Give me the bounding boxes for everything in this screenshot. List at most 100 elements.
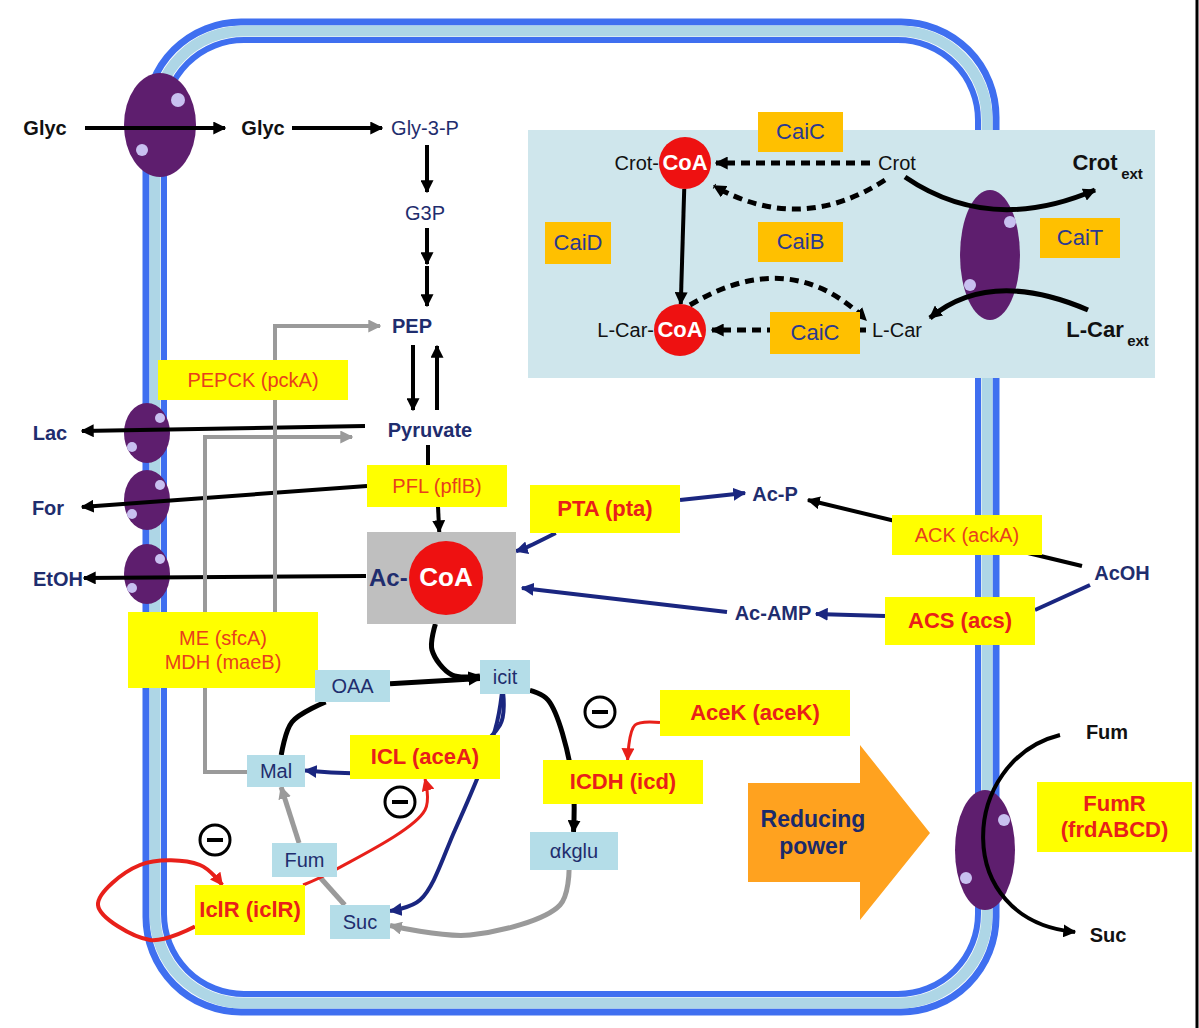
metabolite-label: G3P xyxy=(405,202,445,225)
pathway-arrow xyxy=(435,346,439,410)
node-text: CoA xyxy=(657,317,702,343)
reaction-arrow xyxy=(305,694,504,774)
node-text: Suc xyxy=(343,910,377,934)
transporter xyxy=(127,509,137,519)
enzyme-box: CaiB xyxy=(758,222,843,262)
transporter xyxy=(1004,216,1016,228)
gluconeogenic-arrow xyxy=(205,437,352,772)
metabolite-box: Suc xyxy=(330,905,390,939)
transporter xyxy=(136,144,148,156)
metabolite-label: Gly-3-P xyxy=(391,117,459,140)
node-text: Ac- xyxy=(369,564,408,593)
transporter xyxy=(964,279,976,291)
frame-line xyxy=(1197,0,1198,1028)
metabolite-label: Crot xyxy=(1072,150,1117,176)
connector-group xyxy=(98,189,684,940)
transporter xyxy=(127,442,137,452)
metabolite-label: Lac xyxy=(33,422,67,445)
enzyme-box: CaiD xyxy=(545,222,611,264)
acetate-arrow xyxy=(816,614,885,616)
node-text: PTA (pta) xyxy=(557,496,652,522)
transporter xyxy=(155,554,165,564)
metabolite-box: OAA xyxy=(315,670,390,702)
node-text: ACK (ackA) xyxy=(915,523,1019,547)
node-text: IclR (iclR) xyxy=(199,897,300,923)
node-text: CaiC xyxy=(791,320,840,346)
node-text: L-Car- xyxy=(597,318,654,342)
metabolite-label: Pyruvate xyxy=(388,419,473,442)
metabolite-label: Fum xyxy=(1086,721,1128,744)
node-text: MDH (maeB) xyxy=(165,650,282,674)
pathway-arrow xyxy=(425,145,429,192)
carnitine-arrow xyxy=(690,163,1095,330)
acetyl-coa-box: Ac- CoA xyxy=(367,532,516,624)
node-text: FumR (frdABCD) xyxy=(1037,791,1192,844)
enzyme-box: ICDH (icd) xyxy=(543,760,703,804)
pathway-arrow xyxy=(426,445,430,466)
enzyme-box: FumR (frdABCD) xyxy=(1037,782,1192,852)
metabolite-label: ext xyxy=(1127,332,1149,349)
carnitine-arrow xyxy=(930,291,1088,318)
acetate-arrow xyxy=(680,493,745,500)
enzyme-box: CaiC xyxy=(758,112,843,152)
carnitine-arrow xyxy=(714,180,885,209)
reaction-arrow xyxy=(320,877,345,905)
transporter xyxy=(155,413,165,423)
enzyme-box: CaiT xyxy=(1040,218,1120,258)
carnitine-arrow xyxy=(905,177,1095,210)
inhibition-symbol xyxy=(200,825,230,855)
acetate-arrow xyxy=(522,588,727,612)
node-text: CoA xyxy=(419,562,472,593)
transporter xyxy=(127,583,137,593)
enzyme-box: PFL (pflB) xyxy=(367,465,507,507)
node-text: CaiC xyxy=(776,119,825,145)
enzyme-box: ACS (acs) xyxy=(885,597,1035,645)
enzyme-box: PTA (pta) xyxy=(530,485,680,533)
node-text: Fum xyxy=(285,848,325,872)
metabolite-label: ext xyxy=(1121,165,1143,182)
pathway-arrow xyxy=(85,126,225,130)
enzyme-box: ACK (ackA) xyxy=(892,515,1042,555)
node-text: ICL (aceA) xyxy=(371,744,479,770)
metabolite-label: Ac-P xyxy=(752,483,798,506)
reaction-arrow xyxy=(516,533,556,551)
metabolite-box: icit xyxy=(480,660,530,694)
pathway-arrow xyxy=(82,128,1082,932)
metabolite-box: Fum xyxy=(272,843,337,877)
node-text: AceK (aceK) xyxy=(690,700,820,726)
node-text: ICDH (icd) xyxy=(570,769,676,795)
enzyme-box: IclR (iclR) xyxy=(195,885,305,935)
node-text: PFL (pflB) xyxy=(392,474,481,498)
inhibition-symbol xyxy=(585,697,615,727)
enzyme-box: AceK (aceK) xyxy=(660,690,850,736)
transporter xyxy=(998,814,1010,826)
transporter xyxy=(155,480,165,490)
node-text: CoA xyxy=(662,150,707,176)
enzyme-box: ME (sfcA)MDH (maeB) xyxy=(128,612,318,688)
coa-circle: L-Car-CoA xyxy=(654,304,706,356)
node-text: ACS (acs) xyxy=(908,608,1012,634)
reaction-arrow xyxy=(681,189,684,304)
node-text: OAA xyxy=(331,674,373,698)
metabolite-label: AcOH xyxy=(1094,562,1150,585)
enzyme-box: ICL (aceA) xyxy=(350,735,500,779)
pathway-arrow xyxy=(82,426,365,431)
pathway-arrow xyxy=(82,486,367,507)
enzyme-box: CaiC xyxy=(770,312,860,354)
inhibition-symbol xyxy=(207,838,223,842)
pathway-arrow xyxy=(425,266,429,306)
carnitine-arrow xyxy=(716,161,870,166)
node-text: Mal xyxy=(260,759,292,783)
inhibition-symbol xyxy=(592,710,608,714)
node-text: CaiT xyxy=(1057,225,1103,251)
transporter xyxy=(171,93,185,107)
reaction-arrow xyxy=(281,787,299,843)
metabolite-label: Suc xyxy=(1090,924,1127,947)
inhibition-arrow xyxy=(628,722,660,760)
frame-line xyxy=(1196,0,1199,1028)
metabolite-label: EtOH xyxy=(33,568,83,591)
inhibition-symbol xyxy=(385,787,415,817)
pathway-arrow xyxy=(425,228,429,264)
node-text: icit xyxy=(493,665,517,689)
metabolite-label: Glyc xyxy=(23,117,66,140)
